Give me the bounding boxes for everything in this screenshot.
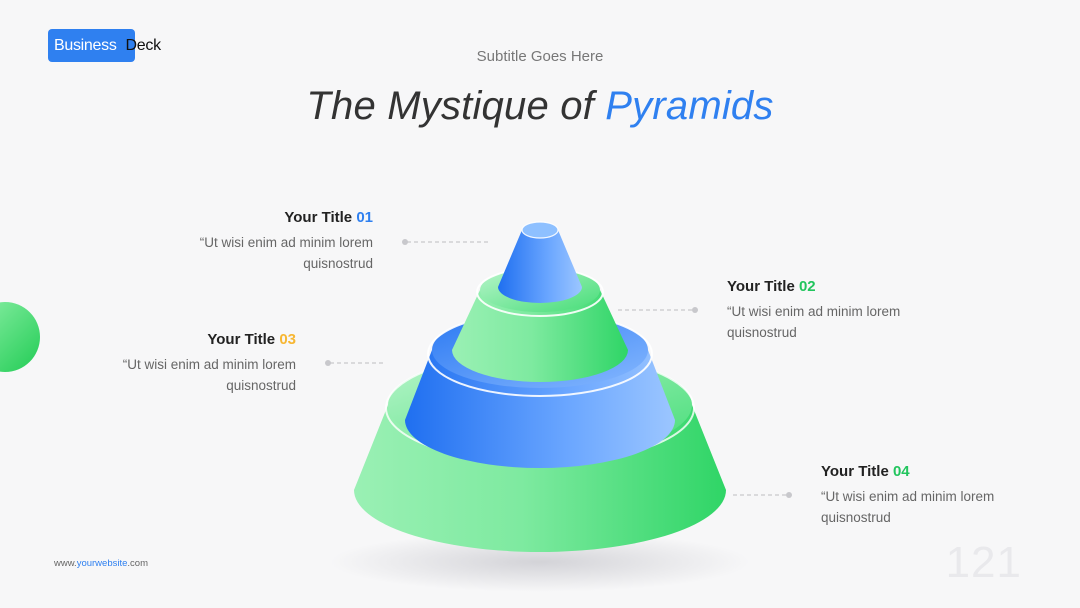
item-title-text-03: Your Title	[207, 331, 280, 348]
info-item-01: Your Title 01 “Ut wisi enim ad minim lor…	[143, 209, 373, 274]
item-title-text-02: Your Title	[727, 278, 799, 295]
item-title-01: Your Title 01	[143, 209, 373, 226]
pyramid-level-1	[498, 221, 582, 303]
info-item-03: Your Title 03 “Ut wisi enim ad minim lor…	[66, 331, 296, 396]
item-number-02: 02	[798, 278, 816, 295]
connector-dot-01	[402, 239, 408, 245]
info-item-04: Your Title 04 “Ut wisi enim ad minim lor…	[821, 463, 1051, 528]
item-number-01: 01	[356, 209, 373, 226]
title-accent: Pyramids	[605, 84, 774, 128]
title-main: The Mystique of	[306, 84, 606, 128]
logo-deck: Deck	[125, 36, 162, 54]
connector-dot-03	[325, 360, 331, 366]
url-suffix: .com	[127, 558, 148, 569]
connector-dot-04	[786, 492, 792, 498]
item-title-text-01: Your Title	[284, 209, 357, 226]
footer-website-link[interactable]: www.yourwebsite.com	[54, 558, 148, 569]
brand-logo: Business Deck	[48, 29, 161, 62]
item-number-03: 03	[279, 331, 296, 348]
logo-business: Business	[48, 29, 135, 62]
connector-dot-02	[692, 307, 698, 313]
item-title-02: Your Title 02	[727, 278, 957, 295]
item-title-04: Your Title 04	[821, 463, 1051, 480]
item-text-04: “Ut wisi enim ad minim lorem quisnostrud	[821, 489, 995, 525]
item-title-03: Your Title 03	[66, 331, 296, 348]
slide-subtitle: Subtitle Goes Here	[476, 48, 604, 65]
url-prefix: www.	[54, 558, 77, 569]
slide-title: The Mystique of Pyramids	[0, 84, 1080, 129]
item-text-02: “Ut wisi enim ad minim lorem quisnostrud	[727, 304, 901, 340]
info-item-02: Your Title 02 “Ut wisi enim ad minim lor…	[727, 278, 957, 343]
item-title-text-04: Your Title	[821, 463, 893, 480]
item-text-03: “Ut wisi enim ad minim lorem quisnostrud	[122, 357, 296, 393]
url-highlight: yourwebsite	[76, 558, 128, 569]
item-text-01: “Ut wisi enim ad minim lorem quisnostrud	[199, 235, 373, 271]
page-number: 121	[945, 538, 1022, 587]
pyramid-shadow	[330, 532, 750, 592]
item-number-04: 04	[892, 463, 910, 480]
